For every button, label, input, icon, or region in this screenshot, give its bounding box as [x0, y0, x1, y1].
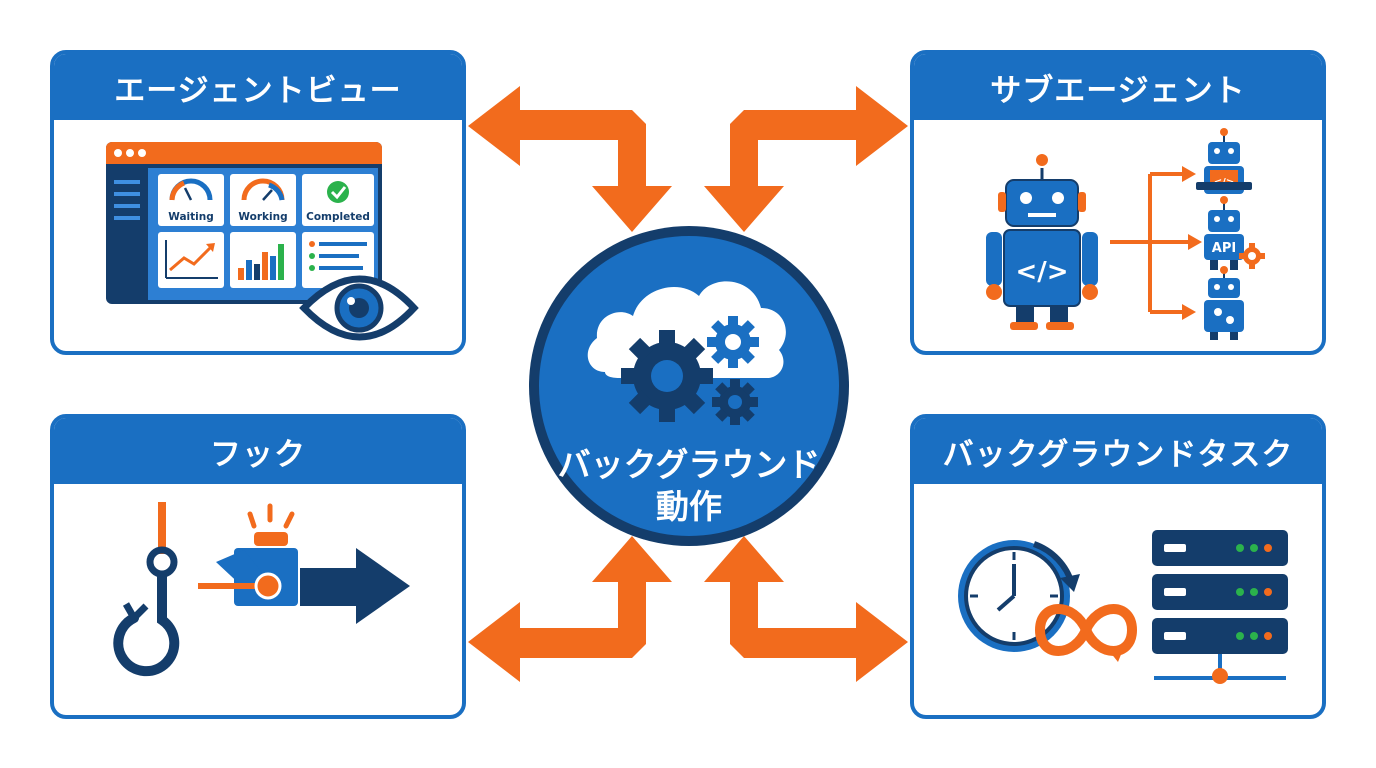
status-label: Working	[238, 211, 287, 223]
arrow-right-icon	[300, 548, 410, 624]
panel-subagent: サブエージェント </>	[910, 50, 1326, 355]
gear-icon	[707, 316, 759, 368]
robot-code-label: </>	[1015, 257, 1068, 287]
dashboard-icon: Waiting Working Completed	[106, 142, 419, 341]
clock-icon	[958, 540, 1080, 652]
robot-api-label: API	[1212, 241, 1236, 256]
panel-title: バックグラウンドタスク	[914, 418, 1322, 484]
arrow-hook-to-center	[468, 536, 672, 682]
gear-icon	[712, 379, 758, 425]
robot-icon: API	[1204, 196, 1265, 270]
arrow-agent-to-center	[468, 86, 672, 232]
panel-background-task: バックグラウンドタスク	[910, 414, 1326, 719]
panel-title: エージェントビュー	[54, 54, 462, 120]
panel-hook: フック	[50, 414, 466, 719]
eye-icon	[299, 275, 419, 341]
hook-icon	[113, 502, 180, 677]
panel-title: サブエージェント	[914, 54, 1322, 120]
arrow-subagent-to-center	[704, 86, 908, 232]
center-label-sub: 動作	[656, 487, 722, 526]
hook-diagram	[113, 502, 410, 677]
status-label: Completed	[306, 211, 370, 223]
background-task-diagram	[958, 530, 1288, 684]
robot-icon: </>	[1196, 128, 1252, 194]
server-icon	[1152, 530, 1288, 684]
status-label: Waiting	[168, 211, 214, 223]
gear-icon	[1239, 243, 1265, 269]
alarm-light-icon	[198, 503, 298, 606]
line-chart-card	[158, 232, 224, 288]
panel-agent-view: エージェントビュー Waiting W	[50, 50, 466, 355]
check-icon	[327, 181, 349, 203]
gear-icon	[621, 330, 713, 422]
arrow-bgtask-to-center	[704, 536, 908, 682]
robot-icon	[1204, 266, 1244, 340]
robot-icon: </>	[986, 128, 1265, 340]
center-label: バックグラウンド	[557, 445, 821, 484]
panel-title: フック	[54, 418, 462, 484]
robot-icon: </>	[986, 154, 1098, 330]
center-hub	[529, 226, 849, 546]
infinity-icon	[1034, 604, 1138, 662]
